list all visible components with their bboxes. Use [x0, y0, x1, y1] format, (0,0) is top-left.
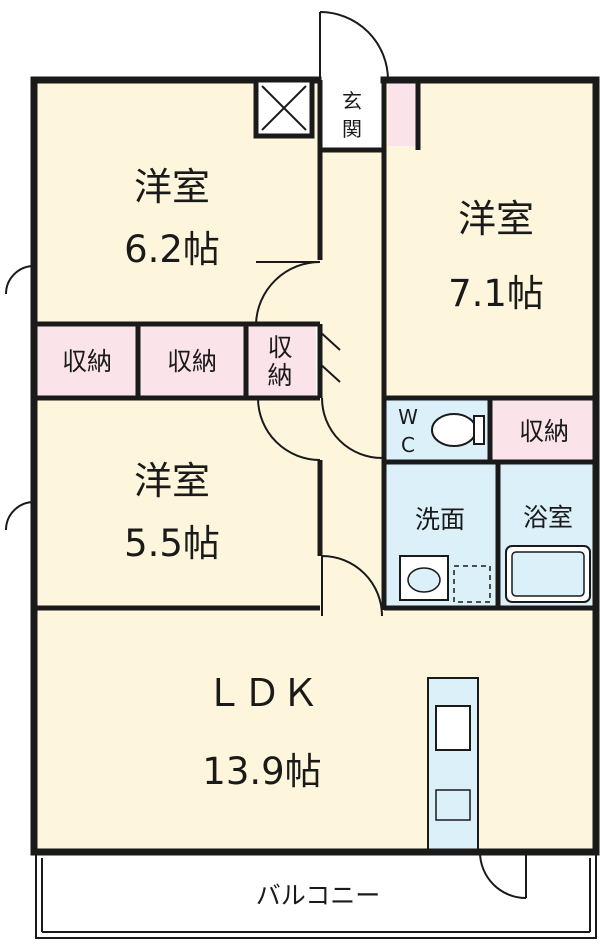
small-storage-door	[317, 329, 341, 383]
storage-left	[36, 324, 136, 396]
entrance-door	[319, 11, 389, 81]
window-left-a	[5, 265, 35, 295]
kitchen-sink	[435, 705, 471, 751]
bathtub-inner	[511, 551, 585, 597]
bathroom-label: 浴室	[523, 503, 573, 532]
washer-space	[453, 565, 491, 603]
balcony-label: バルコニー	[256, 881, 381, 910]
entrance-label-bottom: 関	[342, 117, 362, 141]
room-ldk-size: 13.9帖	[202, 750, 321, 793]
room-ldk-name: ＬＤＫ	[205, 671, 319, 715]
door-western-c	[257, 397, 321, 461]
washroom-label: 洗面	[415, 505, 465, 534]
window-left-c	[5, 501, 35, 531]
balcony-area	[35, 851, 597, 939]
kitchen-stove	[435, 789, 471, 821]
door-balcony	[479, 851, 527, 899]
basin-bowl	[407, 567, 441, 593]
room-western-a-size: 6.2帖	[124, 228, 220, 271]
door-hall-storage	[321, 397, 383, 459]
kitchen-counter	[427, 677, 479, 853]
hallway	[320, 150, 384, 610]
storage-right-label: 収納	[519, 417, 569, 446]
room-western-b-size: 7.1帖	[448, 272, 544, 315]
storage-middle	[140, 324, 244, 396]
entrance-label-top: 玄	[342, 89, 362, 113]
storage-right	[492, 398, 596, 462]
wc-label-top: W	[398, 405, 418, 429]
door-western-a	[255, 261, 321, 325]
toilet-tank	[473, 415, 485, 445]
storage-small-label-bottom: 納	[267, 361, 292, 390]
pipe-space-cross	[261, 85, 307, 131]
storage-small-label-top: 収	[267, 333, 292, 362]
room-western-a-name: 洋室	[134, 165, 210, 209]
storage-small	[248, 324, 316, 396]
interior-walls	[36, 80, 596, 611]
storage-left-label: 収納	[62, 347, 112, 376]
room-ldk	[36, 608, 596, 852]
room-western-c	[36, 398, 320, 608]
entrance-storage	[388, 82, 418, 146]
outer-walls	[30, 76, 600, 856]
room-western-c-name: 洋室	[134, 459, 210, 503]
wc-label-bottom: C	[401, 433, 415, 457]
room-western-b-name: 洋室	[458, 197, 534, 241]
door-ldk	[321, 555, 383, 617]
room-western-c-size: 5.5帖	[124, 522, 220, 565]
storage-middle-label: 収納	[167, 347, 217, 376]
toilet-fixture	[431, 413, 477, 447]
